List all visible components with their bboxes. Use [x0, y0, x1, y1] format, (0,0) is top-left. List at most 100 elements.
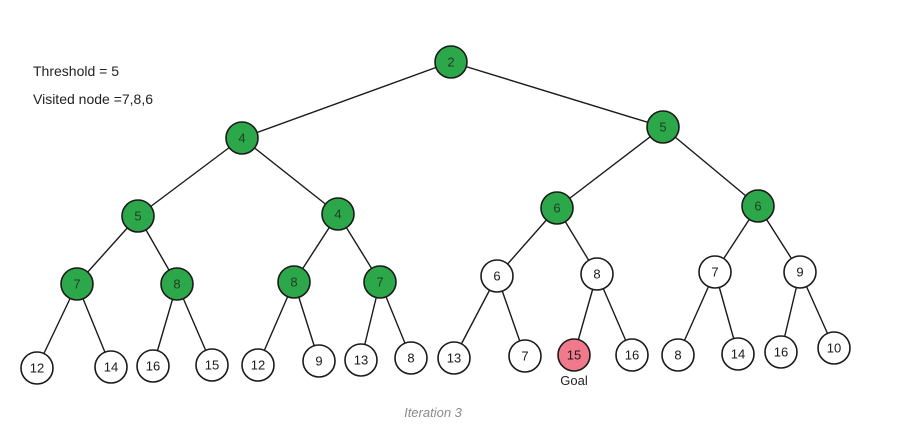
edges-layer — [36, 61, 835, 369]
tree-node-label: 16 — [146, 359, 160, 374]
tree-edge-n1-n3 — [137, 137, 243, 217]
tree-edge-n1-n4 — [241, 137, 339, 215]
tree-node-circle — [434, 45, 468, 79]
tree-node-unvisited: 8 — [394, 341, 428, 375]
figure-caption: Iteration 3 — [404, 405, 462, 420]
tree-node-circle — [225, 121, 259, 155]
tree-node-circle — [557, 338, 591, 372]
tree-node-visited: 4 — [225, 121, 259, 155]
tree-node-visited: 5 — [121, 199, 155, 233]
tree-edge-n2-n5 — [556, 126, 664, 209]
tree-node-label: 8 — [674, 348, 681, 363]
tree-node-circle — [540, 191, 574, 225]
tree-node-circle — [721, 337, 755, 371]
tree-node-unvisited: 8 — [661, 338, 695, 372]
tree-node-circle — [580, 257, 614, 291]
tree-node-circle — [508, 339, 542, 373]
tree-node-visited: 4 — [321, 197, 355, 231]
tree-node-label: 8 — [593, 267, 600, 282]
tree-node-circle — [195, 348, 229, 382]
tree-node-circle — [817, 331, 851, 365]
goal-label: Goal — [560, 373, 588, 388]
tree-node-circle — [302, 344, 336, 378]
tree-node-unvisited: 16 — [136, 349, 170, 383]
tree-node-visited: 6 — [741, 189, 775, 223]
tree-node-visited: 7 — [363, 265, 397, 299]
visited-nodes-label: Visited node =7,8,6 — [33, 91, 154, 107]
tree-node-goal: 15 — [557, 338, 591, 372]
tree-node-label: 8 — [290, 275, 297, 290]
tree-node-circle — [160, 267, 194, 301]
tree-node-unvisited: 14 — [721, 337, 755, 371]
tree-node-circle — [241, 348, 275, 382]
tree-node-unvisited: 9 — [783, 255, 817, 289]
tree-node-unvisited: 13 — [344, 343, 378, 377]
tree-node-circle — [20, 351, 54, 385]
tree-node-unvisited: 16 — [764, 335, 798, 369]
tree-node-label: 7 — [521, 349, 528, 364]
tree-node-label: 14 — [104, 360, 118, 375]
tree-node-visited: 2 — [434, 45, 468, 79]
tree-node-label: 6 — [754, 199, 761, 214]
nodes-layer: 2 4 5 5 4 6 6 7 8 8 7 6 8 7 9 12 14 16 15 12 9 13 8 13 7 15 16 8 14 1… — [20, 45, 851, 385]
tree-node-circle — [764, 335, 798, 369]
tree-node-unvisited: 15 — [195, 348, 229, 382]
tree-node-label: 13 — [447, 351, 461, 366]
threshold-label: Threshold = 5 — [33, 63, 119, 79]
tree-node-visited: 7 — [60, 267, 94, 301]
tree-node-unvisited: 9 — [302, 344, 336, 378]
tree-node-circle — [698, 255, 732, 289]
tree-node-circle — [480, 259, 514, 293]
tree-node-label: 10 — [827, 341, 841, 356]
tree-node-label: 6 — [553, 201, 560, 216]
tree-node-label: 7 — [711, 265, 718, 280]
tree-node-label: 15 — [567, 348, 581, 363]
tree-edge-n0-n2 — [450, 61, 664, 128]
tree-node-circle — [344, 343, 378, 377]
tree-node-label: 15 — [205, 358, 219, 373]
tree-node-visited: 8 — [160, 267, 194, 301]
tree-node-circle — [121, 199, 155, 233]
tree-node-visited: 6 — [540, 191, 574, 225]
tree-node-unvisited: 10 — [817, 331, 851, 365]
tree-node-unvisited: 14 — [94, 350, 128, 384]
tree-node-label: 4 — [334, 207, 341, 222]
tree-node-unvisited: 7 — [508, 339, 542, 373]
tree-node-label: 9 — [315, 354, 322, 369]
tree-node-unvisited: 12 — [241, 348, 275, 382]
tree-node-label: 9 — [796, 265, 803, 280]
tree-node-circle — [363, 265, 397, 299]
tree-edge-n2-n6 — [662, 126, 759, 207]
tree-node-circle — [277, 265, 311, 299]
tree-node-unvisited: 13 — [437, 341, 471, 375]
tree-node-label: 5 — [659, 120, 666, 135]
tree-node-circle — [94, 350, 128, 384]
tree-node-label: 14 — [731, 347, 745, 362]
tree-node-label: 8 — [173, 277, 180, 292]
tree-node-label: 4 — [238, 131, 245, 146]
tree-node-label: 16 — [774, 345, 788, 360]
tree-node-unvisited: 16 — [615, 338, 649, 372]
tree-node-circle — [437, 341, 471, 375]
tree-node-unvisited: 8 — [580, 257, 614, 291]
tree-node-label: 8 — [407, 351, 414, 366]
tree-node-label: 7 — [73, 277, 80, 292]
tree-node-circle — [136, 349, 170, 383]
tree-node-unvisited: 7 — [698, 255, 732, 289]
tree-node-circle — [646, 110, 680, 144]
tree-node-label: 6 — [493, 269, 500, 284]
tree-node-visited: 5 — [646, 110, 680, 144]
tree-node-circle — [783, 255, 817, 289]
tree-node-circle — [394, 341, 428, 375]
tree-node-circle — [321, 197, 355, 231]
tree-node-circle — [615, 338, 649, 372]
tree-node-label: 13 — [354, 353, 368, 368]
tree-node-circle — [741, 189, 775, 223]
tree-node-circle — [661, 338, 695, 372]
tree-node-label: 12 — [251, 358, 265, 373]
tree-node-label: 5 — [134, 209, 141, 224]
tree-node-circle — [60, 267, 94, 301]
tree-node-label: 12 — [30, 361, 44, 376]
tree-node-visited: 8 — [277, 265, 311, 299]
